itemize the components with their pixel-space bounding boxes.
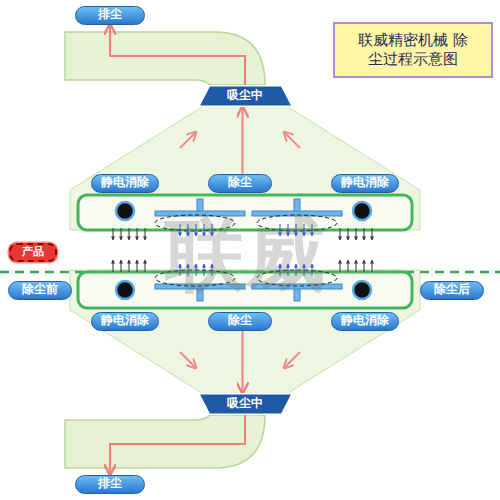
product-tag: 产品 xyxy=(9,243,57,262)
diagram-title: 联威精密机械 除尘过程示意图 xyxy=(353,31,473,70)
title-box: 联威精密机械 除尘过程示意图 xyxy=(333,22,493,78)
label-pill: 除尘后 xyxy=(420,281,484,300)
node-label: 排尘 xyxy=(98,477,122,491)
label-pill: 排尘 xyxy=(75,475,145,494)
airflow-connector xyxy=(110,415,245,475)
label-pill: 除尘前 xyxy=(8,281,72,300)
node-label: 除尘 xyxy=(228,314,252,328)
label-pill: 静电消除 xyxy=(91,312,159,331)
airflow-connector xyxy=(242,107,244,174)
node-label: 静电消除 xyxy=(101,176,149,190)
exhaust-duct xyxy=(65,32,265,85)
node-label: 除尘后 xyxy=(434,283,470,297)
suction-hood: 吸尘中 xyxy=(198,85,293,107)
label-pill: 静电消除 xyxy=(91,174,159,193)
label-pill: 除尘 xyxy=(208,174,272,193)
node-label: 产品 xyxy=(22,246,44,259)
node-label: 除尘前 xyxy=(22,283,58,297)
suction-chamber xyxy=(70,105,420,230)
suction-hood: 吸尘中 xyxy=(198,393,293,415)
label-pill: 静电消除 xyxy=(331,312,399,331)
airflow-connector xyxy=(110,25,245,86)
node-label: 吸尘中 xyxy=(227,89,263,103)
node-label: 排尘 xyxy=(98,8,122,22)
air-nozzle xyxy=(155,199,342,301)
label-pill: 除尘 xyxy=(208,312,272,331)
static-eliminator-roller xyxy=(116,202,371,299)
label-pill: 排尘 xyxy=(75,6,145,25)
node-label: 静电消除 xyxy=(341,176,389,190)
node-label: 除尘 xyxy=(228,176,252,190)
exhaust-duct xyxy=(65,415,265,468)
watermark: 联威 xyxy=(165,215,325,295)
label-pill: 静电消除 xyxy=(331,174,399,193)
node-label: 静电消除 xyxy=(341,314,389,328)
airflow-connector xyxy=(242,331,244,394)
node-label: 吸尘中 xyxy=(227,397,263,411)
node-label: 静电消除 xyxy=(101,314,149,328)
